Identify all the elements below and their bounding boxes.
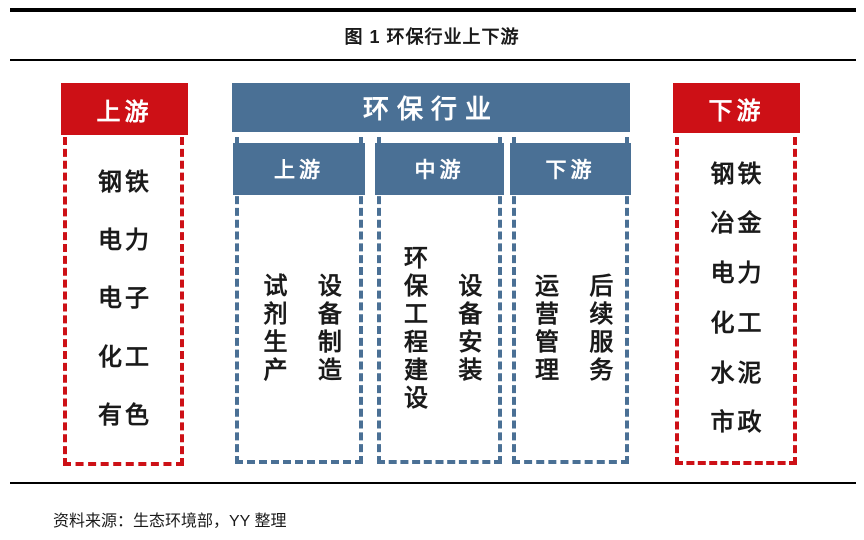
downstream-panel-header: 下游	[673, 83, 800, 133]
upstream-panel-box: 钢铁 电力 电子 化工 有色	[63, 137, 184, 466]
top-rule	[10, 8, 856, 12]
activity-label: 设备安装	[453, 273, 481, 385]
bottom-rule	[10, 482, 856, 484]
activity-label: 设备制造	[313, 273, 341, 385]
upstream-item: 电子	[98, 285, 152, 313]
downstream-item: 化工	[710, 309, 765, 337]
segment-downstream-activities: 运营管理 后续服务	[516, 203, 625, 455]
downstream-item: 水泥	[710, 359, 765, 387]
activity-label: 后续服务	[584, 273, 612, 385]
segment-upstream-box	[235, 137, 363, 464]
upstream-item: 电力	[98, 227, 152, 255]
downstream-item-list: 钢铁 冶金 电力 化工 水泥 市政	[679, 137, 793, 461]
segment-midstream-header: 中游	[375, 143, 504, 195]
segment-downstream-box	[512, 137, 629, 464]
title-divider-rule	[10, 59, 856, 61]
downstream-item: 冶金	[710, 210, 765, 238]
activity-label: 运营管理	[530, 273, 558, 385]
downstream-item: 电力	[710, 260, 765, 288]
downstream-panel-box: 钢铁 冶金 电力 化工 水泥 市政	[675, 137, 797, 465]
segment-midstream-box	[377, 137, 502, 464]
activity-label: 环保工程建设	[399, 245, 427, 413]
upstream-panel-header: 上游	[61, 83, 188, 135]
segment-upstream-activities: 试剂生产 设备制造	[239, 203, 359, 455]
upstream-item: 化工	[98, 343, 152, 371]
upstream-item-list: 钢铁 电力 电子 化工 有色	[67, 137, 180, 462]
downstream-item: 钢铁	[710, 160, 765, 188]
segment-upstream-header: 上游	[233, 143, 365, 195]
upstream-item: 有色	[98, 401, 152, 429]
source-note: 资料来源：生态环境部，YY 整理	[53, 513, 287, 530]
activity-label: 试剂生产	[259, 273, 286, 385]
segment-downstream-header: 下游	[510, 143, 631, 195]
figure-title: 图 1 环保行业上下游	[344, 27, 520, 47]
industry-header: 环保行业	[232, 83, 630, 132]
downstream-item: 市政	[710, 409, 765, 437]
upstream-item: 钢铁	[98, 169, 152, 197]
segment-midstream-activities: 环保工程建设 设备安装	[381, 203, 498, 455]
